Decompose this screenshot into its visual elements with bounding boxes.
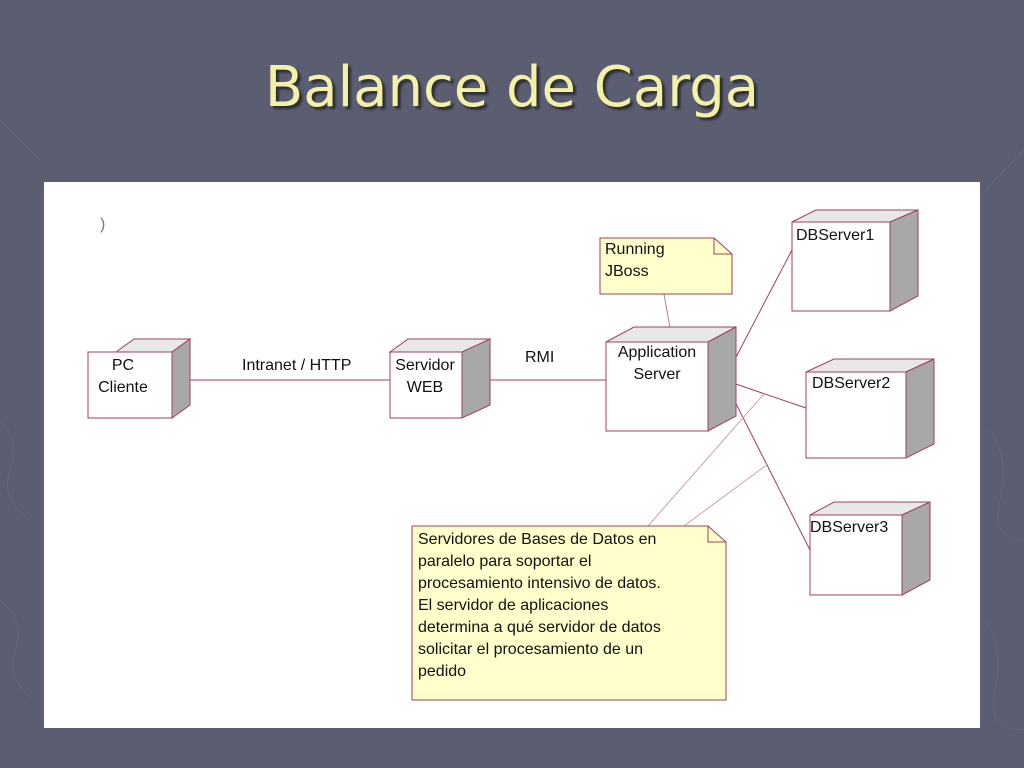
note-running-jboss [599,237,733,295]
servidor-web-line-2: WEB [406,379,444,396]
servidor-web-line-1: Servidor [395,357,455,374]
db-note-line-5: determina a qué servidor de datos [418,619,661,636]
db-note-line-2: paralelo para soportar el [418,553,592,570]
note-anchor-running [663,293,671,329]
dbserver3-label: DBServer3 [810,519,889,536]
rmi-label: RMI [525,349,555,366]
db-note-line-6: solicitar el procesamiento de un [418,641,644,658]
running-line-1: Running [605,241,665,258]
dbserver1-label: DBServer1 [796,227,875,244]
node-pc-cliente [87,338,192,419]
node-servidor-web [388,338,492,419]
pc-cliente-line-1: PC [111,357,135,374]
node-dbserver1 [791,209,919,312]
note-databases [411,525,727,701]
db-note-line-1: Servidores de Bases de Datos en [418,531,657,548]
db-note-line-3: procesamiento intensivo de datos. [418,575,661,592]
servidor-web-label: Servidor WEB [387,355,463,399]
dbserver2-label: DBServer2 [812,375,891,392]
node-dbserver3 [809,501,931,596]
note-anchor-db-2 [683,463,769,527]
note-anchor-db-1 [647,393,765,527]
db-note-line-4: El servidor de aplicaciones [418,597,609,614]
intranet-http-label: Intranet / HTTP [242,357,352,374]
db-note-line-7: pedido [418,663,467,680]
pc-cliente-line-2: Cliente [98,379,148,396]
slide-title: Balance de Carga [264,55,760,120]
diagram-canvas [87,209,935,701]
pc-cliente-label: PC Cliente [88,355,158,399]
corner-mark: ) [100,216,106,233]
databases-note-text: Servidores de Bases de Datos en paralelo… [418,529,661,683]
application-server-line-1: Application [617,344,697,361]
running-line-2: JBoss [605,263,649,280]
deployment-diagram: ) PC Cliente Intranet / HTTP Servidor WE… [44,182,980,728]
application-server-line-2: Server [633,366,681,383]
link-app-db2 [723,379,807,409]
running-jboss-text: Running JBoss [605,239,665,283]
application-server-label: Application Server [606,342,708,386]
node-dbserver2 [805,358,935,459]
node-application-server [605,326,737,432]
